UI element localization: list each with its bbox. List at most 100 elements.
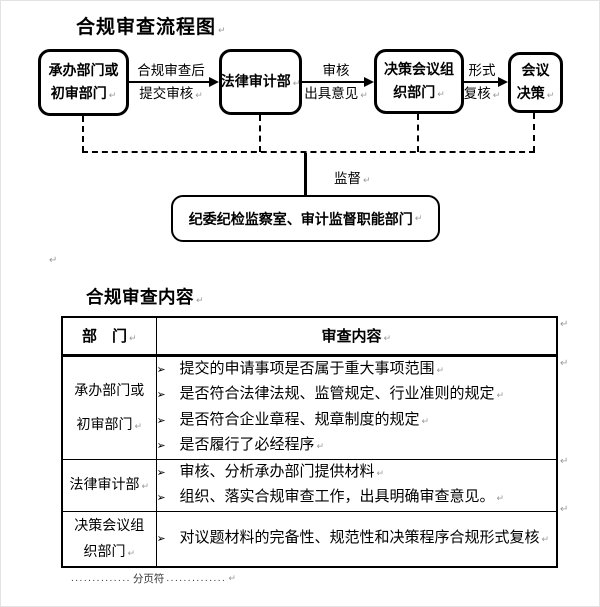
supervisor-box-text: 纪委纪检监察室、审计监督职能部门 — [188, 210, 413, 227]
flow-box-line: 会议 — [521, 61, 550, 78]
bullet-text: 对议题材料的完备性、规范性和决策程序合规形式复核 — [179, 528, 540, 546]
arrowhead-bullet-icon: ➢ — [156, 389, 166, 401]
paragraph-mark: ↵ — [421, 415, 430, 426]
dept-line-text: 织部门 — [83, 542, 126, 559]
arrow-label-text: 合规审查后 — [137, 63, 205, 78]
dashed-connector-vertical-1 — [82, 116, 84, 152]
paragraph-mark: ↵ — [560, 456, 569, 467]
paragraph-mark: ↵ — [218, 25, 227, 35]
content-section-title-text: 合规审查内容 — [86, 287, 194, 307]
dashed-connector-horizontal — [82, 151, 535, 153]
flow-box-line-text: 决策 — [516, 84, 545, 101]
paragraph-mark: ↵ — [195, 90, 203, 100]
bullet-item: ➢ 是否符合法律法规、监管规定、行业准则的规定↵ — [157, 382, 557, 408]
bullet-item: ➢审核、分析承办部门提供材料↵ — [157, 460, 557, 486]
arrowhead-bullet-icon: ➢ — [156, 414, 166, 427]
paragraph-mark: ↵ — [363, 175, 371, 185]
paragraph-mark: ↵ — [560, 319, 569, 330]
flow-box-decision-meeting-dept: 决策会议组 织部门↵ — [374, 49, 464, 114]
header-text: 部 门 — [81, 328, 127, 346]
arrow-label-line: 审核 — [302, 59, 370, 82]
paragraph-mark: ↵ — [383, 333, 392, 344]
page-break-dots: .............. — [166, 573, 227, 584]
paragraph-mark: ↵ — [128, 333, 137, 344]
arrowhead-bullet-icon: ➢ — [156, 466, 166, 479]
review-content-table: 部 门↵ 审查内容↵ 承办部门或 初审部门↵ ➢提交的申请事项是否属于重大事项范… — [61, 316, 558, 568]
paragraph-mark: ↵ — [492, 90, 501, 100]
flow-box-supervisor-depts: 纪委纪检监察室、审计监督职能部门↵ — [171, 195, 440, 242]
flow-box-line: 决策↵ — [517, 82, 555, 107]
flow-box-meeting-decision: 会议 决策↵ — [508, 52, 563, 113]
flowchart-title-text: 合规审查流程图 — [76, 17, 217, 38]
dept-line-text: 初审部门 — [76, 415, 133, 432]
items-cell: ➢提交的申请事项是否属于重大事项范围↵ ➢是否符合法律法规、监管规定、行业准则的… — [155, 354, 558, 460]
table-row: 决策会议组 织部门 ↵ ➢对议题材料的完备性、规范性和决策程序合规形式复核↵ — [61, 510, 558, 567]
bullet-item: ➢ 组织、落实合规审查工作，出具明确审查意见。↵ — [157, 485, 557, 511]
paragraph-mark: ↵ — [316, 441, 325, 451]
page-break-dots: .............. — [71, 573, 131, 584]
paragraph-mark: ↵ — [360, 90, 368, 100]
paragraph-mark: ↵ — [560, 504, 569, 515]
arrow-3-label: 形式 复核↵ — [459, 59, 505, 107]
paragraph-mark: ↵ — [49, 255, 58, 266]
header-text: 审查内容 — [321, 328, 382, 346]
bullet-item: ➢ 是否符合企业章程、规章制度的规定↵ — [157, 408, 557, 434]
paragraph-mark: ↵ — [496, 390, 505, 400]
arrow-2-head-icon — [364, 77, 374, 87]
supervision-label-text: 监督 — [334, 171, 361, 186]
arrow-label-text: 提交审核 — [139, 86, 194, 101]
arrow-label-text: 复核 — [463, 86, 491, 101]
arrow-label-line: 提交审核↵ — [125, 82, 217, 107]
flow-box-legal-audit-dept: 法律审计部↵ — [219, 49, 302, 115]
bullet-item: ➢ 是否履行了必经程序↵ — [157, 433, 557, 459]
paragraph-mark: ↵ — [196, 295, 205, 305]
paragraph-mark: ↵ — [541, 533, 550, 544]
flow-box-line: 织部门↵ — [393, 81, 445, 106]
arrow-label-line: 出具意见↵ — [302, 82, 370, 107]
supervision-label: 监督↵ — [334, 167, 371, 187]
dept-line: 初审部门↵ — [63, 407, 156, 443]
arrow-2-label: 审核 出具意见↵ — [302, 59, 370, 107]
bullet-item: ➢对议题材料的完备性、规范性和决策程序合规形式复核↵ — [157, 526, 557, 552]
flow-box-line: 承办部门或 — [48, 61, 119, 78]
arrow-1-label: 合规审查后 提交审核↵ — [125, 59, 217, 107]
paragraph-mark: ↵ — [560, 358, 569, 369]
dept-line: 决策会议组 — [74, 516, 145, 533]
dept-cell-initiating: 承办部门或 初审部门↵ — [61, 354, 157, 460]
arrow-label-text: 审核 — [322, 63, 350, 78]
table-header-row: 部 门↵ 审查内容↵ — [61, 316, 558, 357]
flow-box-line: 法律审计部↵ — [221, 70, 301, 95]
paragraph-mark: ↵ — [496, 493, 505, 503]
page-break-marker: .............. 分页符 .............. ↵ — [71, 571, 236, 586]
arrow-label-line: 形式 — [459, 59, 505, 82]
arrow-3-head-icon — [498, 77, 508, 87]
bullet-text: 是否履行了必经程序 — [179, 436, 315, 453]
arrow-label-line: 复核↵ — [459, 82, 505, 107]
arrow-2-shaft — [302, 81, 365, 83]
page-break-label: 分页符 — [132, 573, 165, 585]
paragraph-mark: ↵ — [134, 420, 143, 431]
arrowhead-bullet-icon: ➢ — [156, 440, 166, 452]
flow-box-line-text: 初审部门 — [50, 84, 107, 101]
paragraph-mark: ↵ — [437, 88, 445, 99]
paragraph-mark: ↵ — [108, 89, 117, 100]
bullet-text: 组织、落实合规审查工作，出具明确审查意见。 — [179, 488, 495, 505]
paragraph-mark: ↵ — [376, 467, 385, 478]
flow-box-line: 决策会议组 — [384, 60, 454, 77]
dashed-connector-vertical-2 — [259, 115, 261, 152]
arrowhead-bullet-icon: ➢ — [156, 492, 166, 504]
arrowhead-bullet-icon: ➢ — [156, 363, 166, 376]
paragraph-mark: ↵ — [436, 364, 445, 375]
flowchart-title: 合规审查流程图↵ — [76, 12, 227, 39]
bullet-text: 是否符合企业章程、规章制度的规定 — [179, 410, 420, 428]
bullet-text: 是否符合法律法规、监管规定、行业准则的规定 — [179, 385, 495, 402]
arrow-1-shaft — [129, 81, 210, 83]
dept-line: 承办部门或 — [74, 381, 145, 398]
arrow-label-text: 形式 — [468, 63, 496, 78]
paragraph-mark: ↵ — [228, 573, 236, 583]
flow-box-line-text: 法律审计部 — [220, 72, 291, 89]
table-row: 承办部门或 初审部门↵ ➢提交的申请事项是否属于重大事项范围↵ ➢是否符合法律法… — [61, 354, 558, 460]
bullet-text: 提交的申请事项是否属于重大事项范围 — [179, 359, 435, 377]
flow-box-initiating-dept: 承办部门或 初审部门↵ — [38, 49, 129, 116]
